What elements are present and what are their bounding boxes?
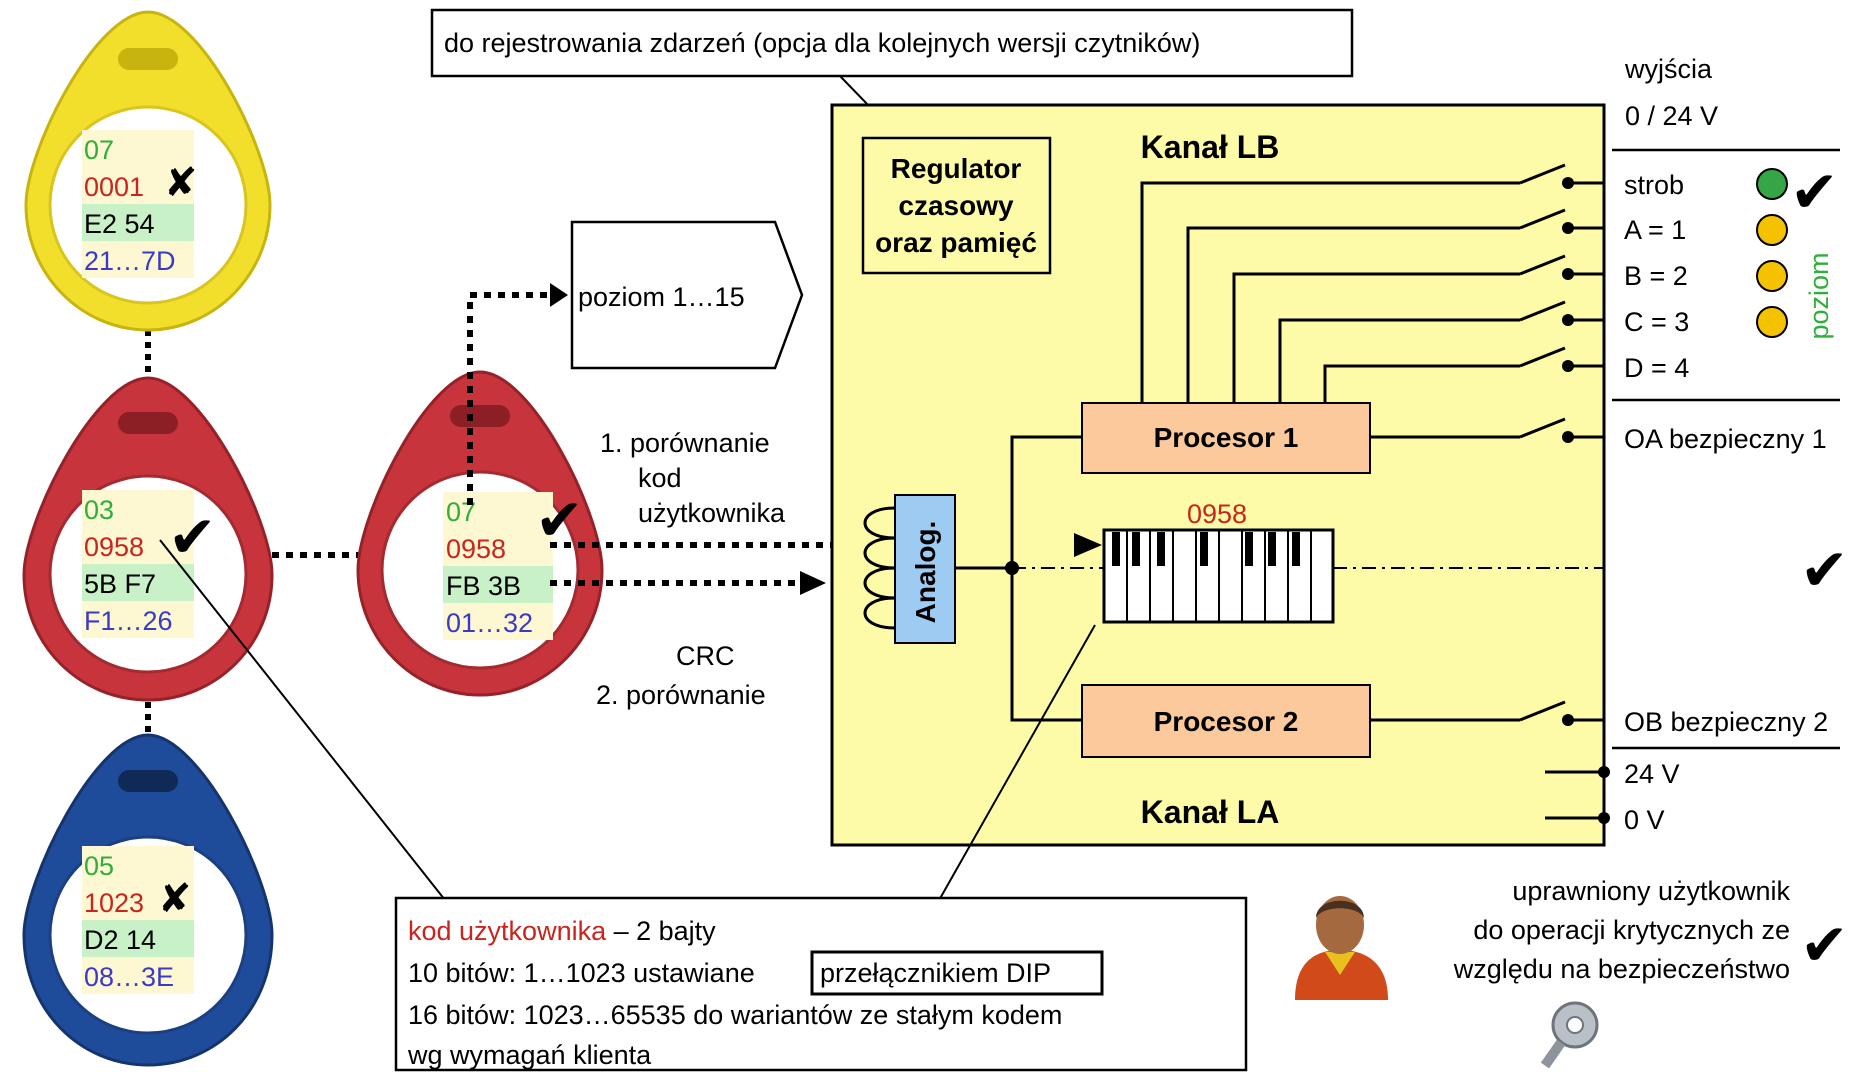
red-fob-level: 03 — [84, 495, 114, 525]
output-b: B = 2 — [1624, 261, 1688, 291]
outputs-title: wyjścia — [1624, 54, 1713, 84]
reader-fob-range: 01…32 — [446, 608, 533, 638]
blue-fob-code: 1023 — [84, 888, 144, 918]
code-leader-line — [159, 539, 446, 901]
antenna-coil-icon — [863, 506, 896, 630]
processor2-label: Procesor 2 — [1154, 706, 1299, 737]
dip-switch — [1102, 528, 1335, 624]
regulator-box: Regulator czasowy oraz pamięć — [861, 136, 1052, 275]
processor1-output-wires — [1140, 181, 1520, 403]
strob-check-icon: ✔ — [1790, 158, 1839, 226]
led-b-yellow — [1756, 260, 1788, 292]
reader-fob-check-icon: ✔ — [535, 486, 584, 554]
reader-fob-hex: FB 3B — [446, 571, 521, 601]
channel-lb-label: Kanał LB — [1141, 129, 1280, 165]
level-range-label: poziom 1…15 — [578, 282, 745, 312]
led-a-yellow — [1756, 214, 1788, 246]
led-strob-green — [1756, 168, 1788, 200]
regulator-line1: Regulator — [891, 153, 1022, 184]
level-vertical-label: poziom — [1804, 252, 1834, 339]
red-fob-code: 0958 — [84, 532, 144, 562]
yellow-fob-code: 0001 — [84, 172, 144, 202]
compare2-line2: 2. porównanie — [596, 680, 766, 710]
info-line2-prefix: 10 bitów: 1…1023 ustawiane — [408, 958, 755, 988]
yellow-fob-cross-icon: ✘ — [164, 160, 198, 206]
channel-la-label: Kanał LA — [1141, 794, 1280, 830]
info-line4: wg wymagań klienta — [407, 1040, 652, 1070]
red-key-fob: 03 0958 5B F7 F1…26 ✔ — [22, 376, 274, 702]
level-arrowhead — [550, 283, 568, 307]
authorized-line2: do operacji krytycznych ze — [1473, 915, 1790, 945]
authorized-check-icon: ✔ — [1800, 911, 1849, 979]
info-line1-rest: – 2 bajty — [606, 916, 716, 946]
outputs-dividers — [1612, 148, 1840, 750]
blue-fob-cross-icon: ✘ — [158, 876, 192, 922]
event-log-note: do rejestrowania zdarzeń (opcja dla kole… — [430, 8, 1354, 78]
output-oa: OA bezpieczny 1 — [1624, 424, 1827, 454]
compare1-line3: użytkownika — [638, 498, 786, 528]
red-fob-hex: 5B F7 — [84, 569, 156, 599]
crc-arrowhead — [800, 571, 826, 595]
dip-leader-line — [924, 624, 1096, 926]
info-line1-red: kod użytkownika — [408, 916, 607, 946]
outputs-voltage: 0 / 24 V — [1625, 101, 1718, 131]
output-24v: 24 V — [1624, 759, 1680, 789]
output-0v: 0 V — [1624, 805, 1665, 835]
led-c-yellow — [1756, 306, 1788, 338]
blue-fob-level: 05 — [84, 851, 114, 881]
event-log-note-text: do rejestrowania zdarzeń (opcja dla kole… — [444, 28, 1200, 58]
info-line1: kod użytkownika – 2 bajty — [408, 916, 716, 946]
output-ob: OB bezpieczny 2 — [1624, 707, 1828, 737]
output-c: C = 3 — [1624, 307, 1689, 337]
authorized-line3: względu na bezpieczeństwo — [1453, 954, 1790, 984]
safety-check-icon: ✔ — [1800, 536, 1849, 604]
info-line3: 16 bitów: 1023…65535 do wariantów ze sta… — [408, 1000, 1062, 1030]
user-code-info-box: kod użytkownika – 2 bajty 10 bitów: 1…10… — [394, 896, 1248, 1072]
processor1-box: Procesor 1 — [1081, 402, 1371, 474]
red-fob-range: F1…26 — [84, 606, 173, 636]
compare1-line2: kod — [638, 463, 682, 493]
settings-gear-icon — [1540, 1001, 1599, 1069]
reader-fob-keyring-hole — [450, 405, 510, 427]
processor2-box: Procesor 2 — [1081, 684, 1371, 758]
blue-fob-hex: D2 14 — [84, 925, 156, 955]
info-line2-boxed: przełącznikiem DIP — [820, 958, 1051, 988]
blue-fob-keyring-hole — [118, 770, 178, 792]
blue-key-fob: 05 1023 D2 14 08…3E ✘ — [22, 733, 274, 1067]
yellow-fob-hex: E2 54 — [84, 209, 155, 239]
output-a: A = 1 — [1624, 215, 1686, 245]
dip-code-label: 0958 — [1187, 499, 1247, 529]
output-leds — [1756, 168, 1788, 338]
yellow-key-fob: 07 0001 E2 54 21…7D ✘ — [24, 10, 272, 332]
regulator-line3: oraz pamięć — [875, 227, 1037, 258]
yellow-fob-range: 21…7D — [84, 246, 176, 276]
analog-label: Analog. — [910, 521, 941, 624]
output-terminals — [1562, 177, 1610, 824]
reader-key-fob: 07 0958 FB 3B 01…32 ✔ — [356, 370, 604, 697]
user-avatar-icon — [1295, 896, 1388, 1000]
dip-switch-highlight-box — [810, 950, 1104, 996]
regulator-line2: czasowy — [898, 190, 1014, 221]
yellow-fob-level: 07 — [84, 135, 114, 165]
blue-fob-range: 08…3E — [84, 962, 174, 992]
output-d: D = 4 — [1624, 353, 1689, 383]
level-pentagon: poziom 1…15 — [570, 220, 804, 370]
analog-box: Analog. — [894, 494, 956, 644]
authorized-line1: uprawniony użytkownik — [1512, 876, 1790, 906]
level-arrow-line — [467, 292, 555, 505]
yellow-fob-keyring-hole — [118, 48, 178, 70]
reader-fob-code: 0958 — [446, 534, 506, 564]
output-strob: strob — [1624, 170, 1684, 200]
red-fob-keyring-hole — [118, 412, 178, 434]
code-compare-arrowhead — [1074, 533, 1102, 557]
compare2-line1: CRC — [676, 641, 735, 671]
compare1-line1: 1. porównanie — [600, 428, 770, 458]
internal-wiring — [945, 435, 1082, 722]
processor1-label: Procesor 1 — [1154, 422, 1299, 453]
